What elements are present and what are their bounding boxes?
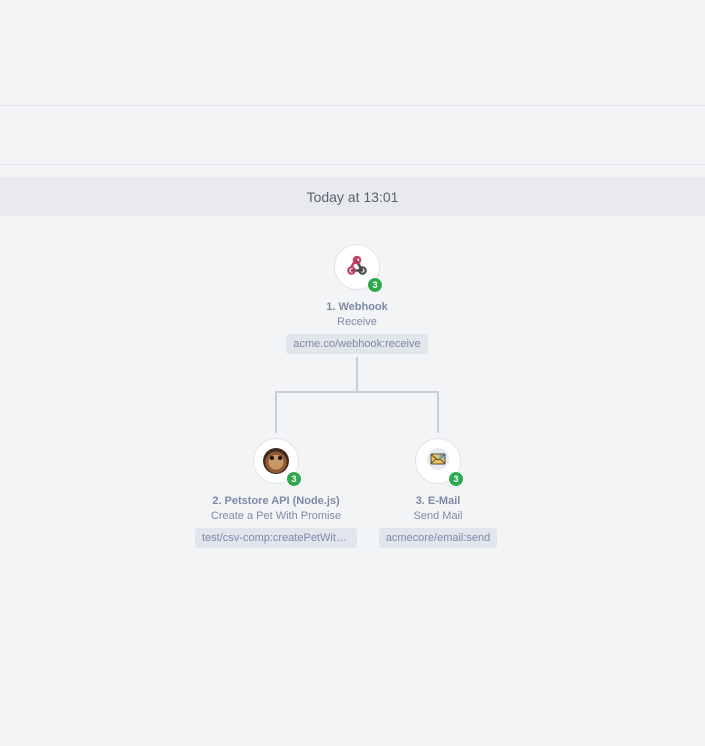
node-component-tag: acme.co/webhook:receive — [286, 334, 428, 354]
execution-count-badge: 3 — [448, 471, 464, 487]
date-header: Today at 13:01 — [0, 177, 705, 216]
node-icon-circle[interactable]: 3 — [415, 438, 464, 487]
node-icon-circle[interactable]: 3 — [253, 438, 302, 487]
node-title: 3. E-Mail — [415, 495, 461, 507]
webhook-icon — [345, 253, 369, 282]
connector-crossbar — [275, 391, 439, 393]
flow-node-petstore[interactable]: 3 2. Petstore API (Node.js) Create a Pet… — [166, 438, 386, 548]
email-icon — [426, 447, 450, 476]
node-action: Create a Pet With Promise — [210, 510, 342, 522]
execution-count-badge: 3 — [367, 277, 383, 293]
flow-node-email[interactable]: 3 3. E-Mail Send Mail acmecore/email:sen… — [328, 438, 548, 548]
execution-count-badge: 3 — [286, 471, 302, 487]
node-component-tag: test/csv-comp:createPetWithPromise — [195, 528, 357, 548]
middle-divider — [0, 164, 705, 165]
date-label: Today at 13:01 — [306, 188, 399, 205]
connector-left-drop — [275, 391, 277, 433]
node-action: Send Mail — [413, 510, 463, 522]
node-action: Receive — [337, 316, 377, 328]
node-title: 1. Webhook — [326, 301, 388, 313]
top-divider — [0, 105, 705, 106]
flow-node-webhook[interactable]: 3 1. Webhook Receive acme.co/webhook:rec… — [247, 244, 467, 354]
connector-right-drop — [437, 391, 439, 433]
node-icon-circle[interactable]: 3 — [334, 244, 383, 293]
connector-trunk — [356, 357, 358, 393]
node-title: 2. Petstore API (Node.js) — [212, 495, 340, 507]
node-component-tag: acmecore/email:send — [378, 528, 498, 548]
petstore-dog-icon — [263, 448, 289, 474]
